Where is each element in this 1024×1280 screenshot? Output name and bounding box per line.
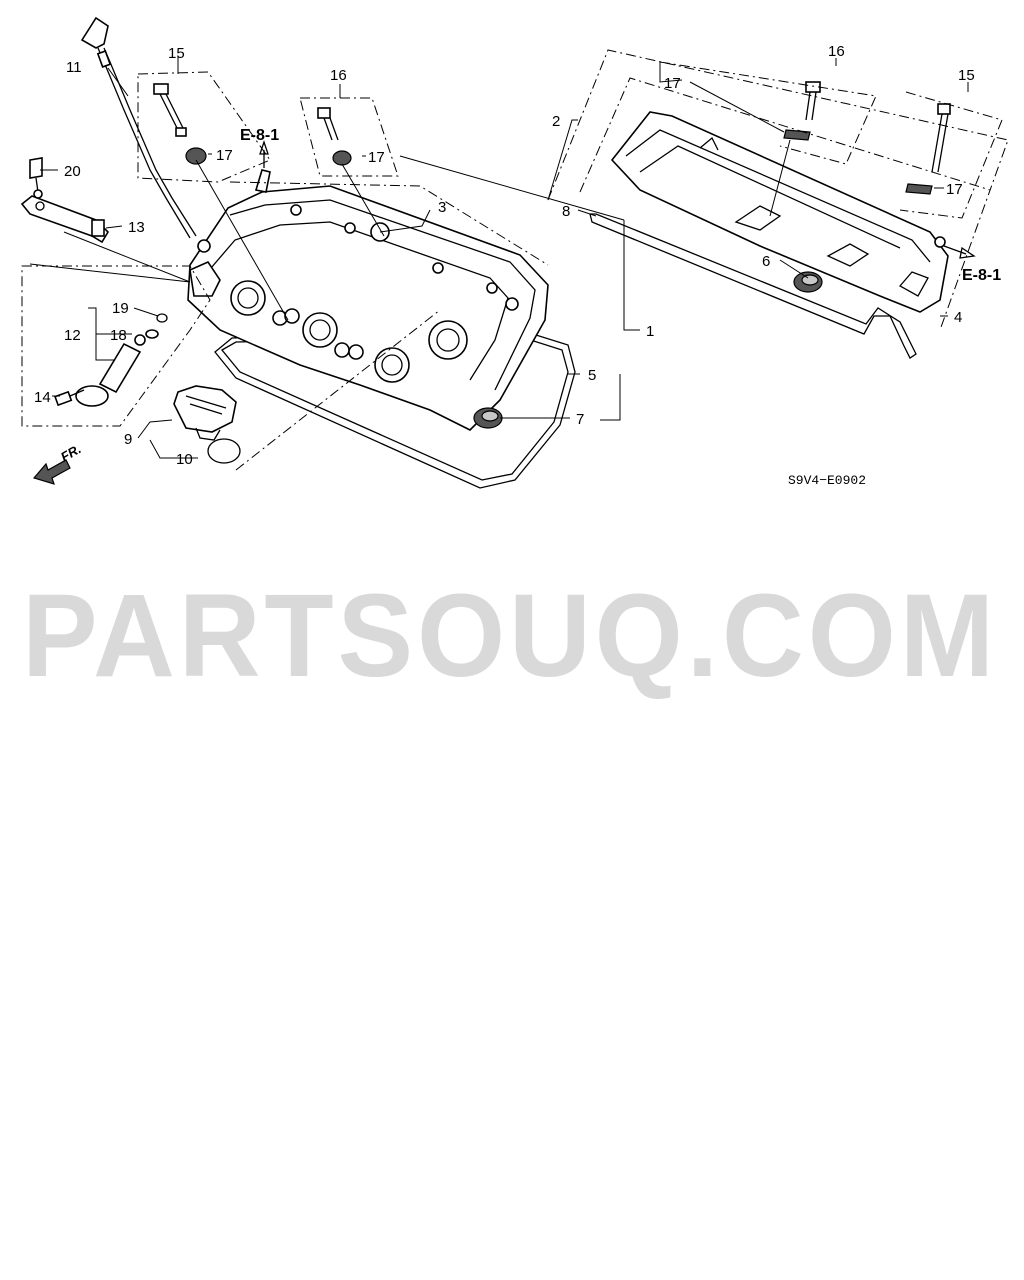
group-box-15-left [137,71,271,183]
head-cover-3 [187,185,549,431]
callout-1: 1 [646,323,654,340]
callout-5: 5 [588,367,596,384]
callout-17-right-2: 17 [946,181,963,198]
oil-filler-cap-9 [173,385,237,441]
callout-16-left: 16 [330,67,347,84]
group-box-15-right [899,91,1003,219]
callout-14: 14 [34,389,51,406]
head-cover-4 [610,111,949,313]
callout-7: 7 [576,411,584,428]
gasket-8 [589,213,917,359]
callout-15-left: 15 [168,45,185,62]
callout-11: 11 [66,59,82,76]
group-box-2 [547,49,1009,331]
callout-17-mid: 17 [368,149,385,166]
callout-4: 4 [954,309,962,326]
seal-7 [473,407,503,429]
front-direction-label: FR. [58,441,84,464]
group-box-16-left [299,97,399,177]
o-ring-10 [207,438,241,464]
bolt-16-left [317,107,339,141]
callout-17-right-1: 17 [664,75,681,92]
plug-hole-2 [302,312,338,348]
rear-head-cover-group [610,111,949,313]
callout-9: 9 [124,431,132,448]
callout-16-right: 16 [828,43,845,60]
callout-19: 19 [112,300,129,317]
bolt-20 [29,157,43,199]
oil-filler-port [428,320,468,360]
callout-2: 2 [552,113,560,130]
group-box-16-right [659,61,877,165]
bracket-13 [20,195,110,244]
callout-15-right: 15 [958,67,975,84]
callout-20: 20 [64,163,81,180]
group-box-3 [229,181,549,266]
callout-6: 6 [762,253,770,270]
watermark: PARTSOUQ.COM [22,570,998,702]
pcv-valve-12 [75,334,146,407]
diagram-code: S9V4−E0902 [788,473,866,488]
front-head-cover-group [187,185,576,489]
grommet-17-right-2 [905,183,933,195]
group-box-9 [235,309,441,471]
grommet-17-mid [332,150,352,166]
callout-17-left: 17 [216,147,233,164]
bolt-15-left [153,83,187,137]
callout-3: 3 [438,199,446,216]
callout-13: 13 [128,219,145,236]
callout-18: 18 [110,327,127,344]
callout-10: 10 [176,451,193,468]
dipstick-11 [80,16,197,239]
callout-12: 12 [64,327,81,344]
seal-6 [793,271,823,293]
breather-arrow-right [943,245,976,259]
callout-8: 8 [562,203,570,220]
bolt-14 [54,389,85,407]
bolt-15-right [931,103,951,173]
grommet-17-right-1 [783,129,811,141]
bolt-16-right [805,81,821,121]
o-ring-19 [156,313,168,323]
plug-hole-3 [374,347,410,383]
group-box-4 [579,77,991,193]
grommet-17-left [185,147,207,165]
breather-tube-left [254,139,271,193]
front-direction-arrow-icon [32,459,71,485]
seal-18 [145,329,159,339]
plug-hole-1 [230,280,266,316]
group-box-12 [21,265,211,427]
reference-label-right: E-8-1 [962,267,1001,284]
reference-label-left: E-8-1 [240,127,279,144]
